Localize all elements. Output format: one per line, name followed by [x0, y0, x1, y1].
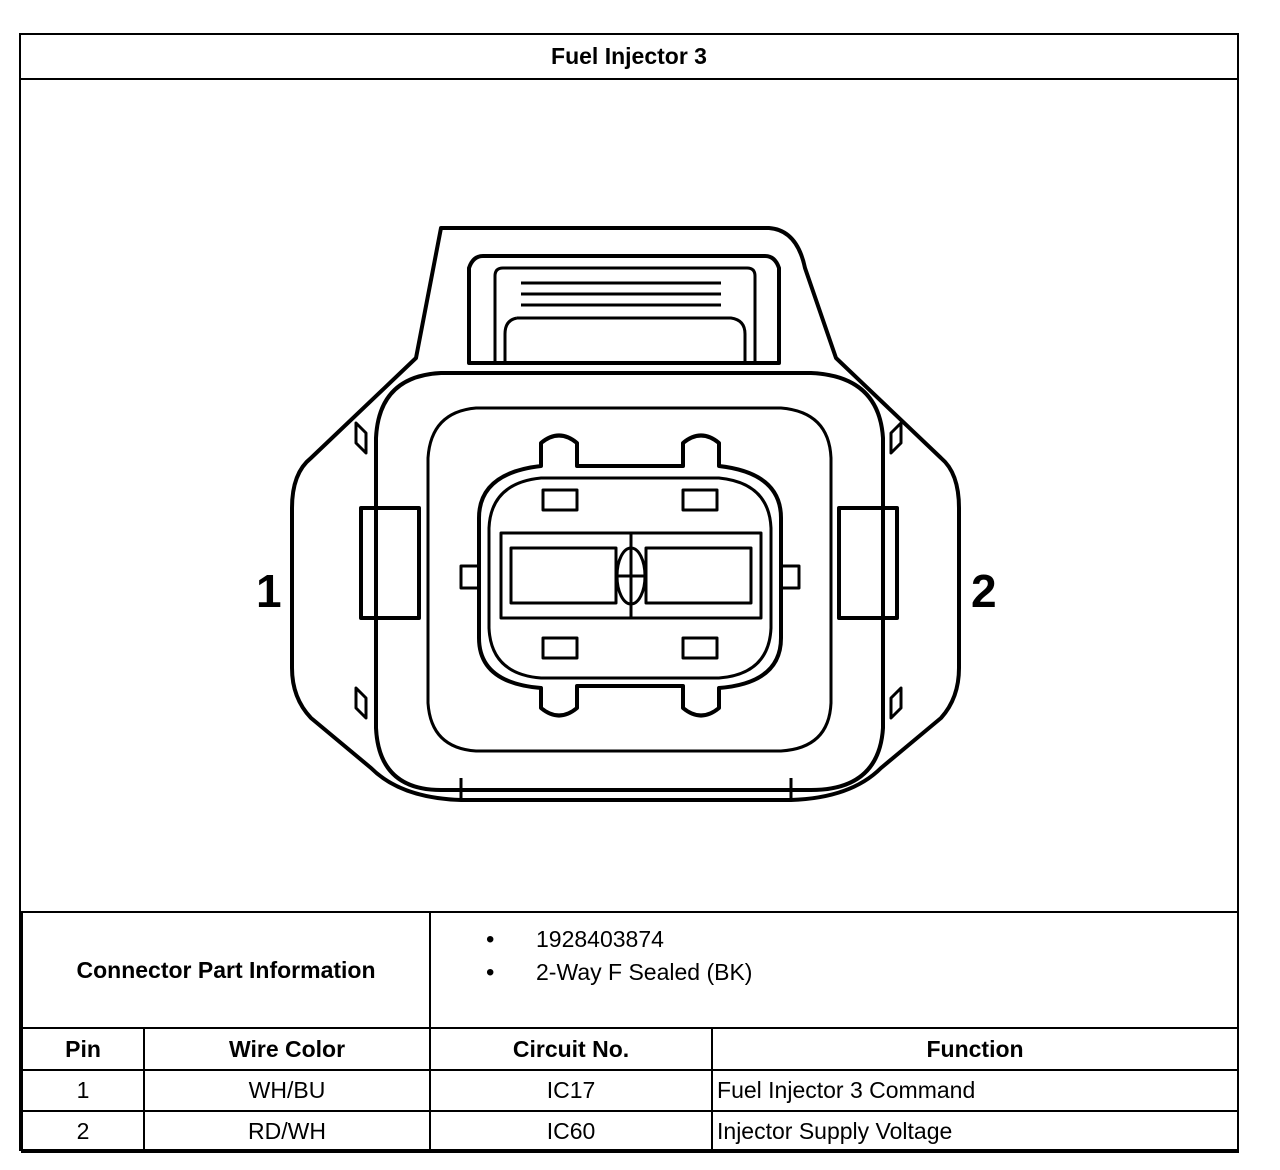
- connector-part-info-values: 1928403874 2-Way F Sealed (BK): [429, 911, 1240, 1029]
- header-wire-color: Wire Color: [142, 1027, 432, 1071]
- connector-drawing: 1 2: [21, 78, 1237, 911]
- diagram-title: Fuel Injector 3: [21, 35, 1237, 80]
- left-latch: [359, 506, 421, 620]
- header-circuit-no: Circuit No.: [429, 1027, 714, 1071]
- right-latch: [837, 506, 899, 620]
- function-cell: Fuel Injector 3 Command: [711, 1069, 1240, 1112]
- table-row: 1 WH/BU IC17 Fuel Injector 3 Command: [21, 1069, 1240, 1112]
- inner-shroud: [374, 371, 885, 792]
- pin-cell: 1: [21, 1069, 145, 1112]
- header-function: Function: [711, 1027, 1240, 1071]
- connector-face-illustration: [290, 226, 961, 802]
- circuit-no-cell: IC17: [429, 1069, 714, 1112]
- pin-2-label: 2: [971, 565, 997, 617]
- lock-tab: [467, 254, 781, 365]
- connector-part-info-row: Connector Part Information 1928403874 2-…: [20, 911, 1240, 1029]
- connector-part-info-label: Connector Part Information: [20, 911, 432, 1029]
- terminal-1: [499, 531, 633, 620]
- connector-info-table: Connector Part Information 1928403874 2-…: [20, 911, 1240, 1153]
- pin-1-label: 1: [256, 565, 282, 617]
- outer-housing: [290, 226, 961, 802]
- wire-color-cell: RD/WH: [142, 1110, 432, 1153]
- function-cell: Injector Supply Voltage: [711, 1110, 1240, 1153]
- pin-cell: 2: [21, 1110, 145, 1153]
- terminal-2: [629, 531, 763, 620]
- wire-color-cell: WH/BU: [142, 1069, 432, 1112]
- connector-description: 2-Way F Sealed (BK): [431, 956, 1237, 989]
- terminal-cavity: [477, 433, 783, 718]
- circuit-no-cell: IC60: [429, 1110, 714, 1153]
- table-header-row: Pin Wire Color Circuit No. Function: [21, 1027, 1240, 1071]
- header-pin: Pin: [21, 1027, 145, 1071]
- connector-diagram-frame: Fuel Injector 3: [19, 33, 1240, 1153]
- part-number: 1928403874: [431, 923, 1237, 956]
- table-row: 2 RD/WH IC60 Injector Supply Voltage: [21, 1110, 1240, 1153]
